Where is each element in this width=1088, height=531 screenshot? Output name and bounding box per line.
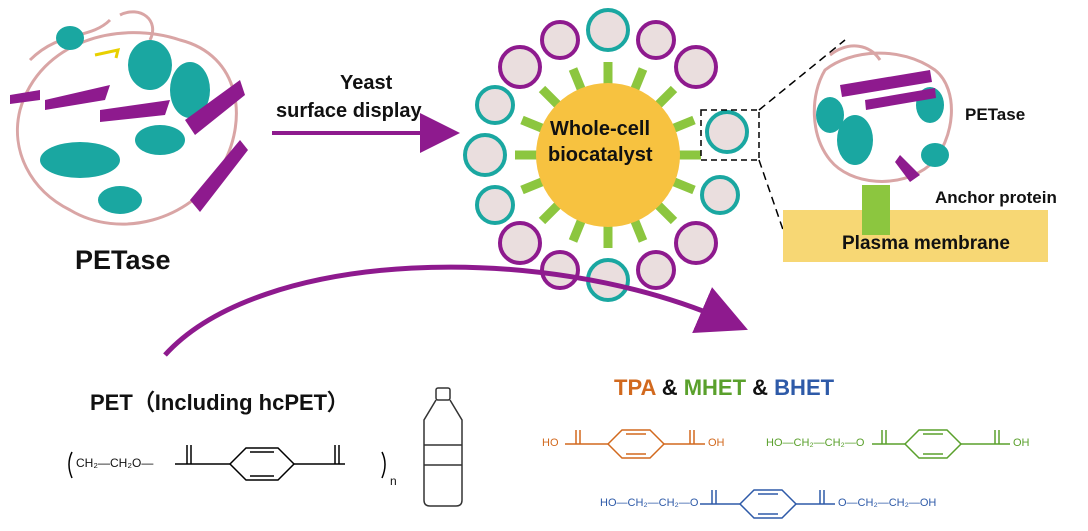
pet-bottle-icon bbox=[423, 387, 463, 507]
zoom-box bbox=[700, 109, 760, 161]
anchor-protein-label: Anchor protein bbox=[935, 188, 1057, 207]
anchor-protein bbox=[862, 185, 890, 235]
surface-display-label: surface display bbox=[276, 100, 422, 122]
bhet-label: BHET bbox=[774, 375, 835, 400]
mhet-left: HO—CH₂—CH₂—O bbox=[766, 437, 865, 449]
petase-main-label: PETase bbox=[75, 245, 171, 275]
bhet-left: HO—CH₂—CH₂—O bbox=[600, 497, 699, 509]
whole-cell-biocatalyst-icon bbox=[463, 8, 749, 302]
mhet-label: MHET bbox=[683, 375, 747, 400]
tpa-oh: OH bbox=[708, 437, 725, 449]
biocatalyst-label: biocatalyst bbox=[548, 144, 653, 166]
plasma-membrane bbox=[783, 210, 1048, 262]
petase-structure-icon bbox=[10, 10, 248, 226]
whole-cell-label: Whole-cell bbox=[550, 118, 651, 140]
pet-title-label: PET（Including hcPET） bbox=[90, 390, 350, 415]
petase-detail-icon bbox=[812, 44, 953, 183]
tpa-ho: HO bbox=[542, 437, 559, 449]
plasma-membrane-label: Plasma membrane bbox=[842, 233, 1010, 254]
petase-detail-label: PETase bbox=[965, 105, 1026, 124]
mhet-oh: OH bbox=[1013, 437, 1030, 449]
tpa-label: TPA bbox=[614, 375, 656, 400]
pet-structure bbox=[68, 445, 386, 481]
bhet-structure bbox=[700, 489, 835, 519]
products-header: TPA & MHET & BHET bbox=[614, 375, 834, 401]
degradation-arrow bbox=[163, 264, 748, 357]
amp-1: & bbox=[661, 375, 678, 400]
tpa-structure bbox=[565, 429, 705, 459]
bhet-right: O—CH₂—CH₂—OH bbox=[838, 497, 937, 509]
amp-2: & bbox=[752, 375, 769, 400]
pet-formula-n: n bbox=[390, 474, 397, 488]
yeast-label: Yeast bbox=[340, 72, 393, 94]
pet-formula-left: CH₂—CH₂O— bbox=[76, 456, 154, 470]
mhet-structure bbox=[872, 429, 1010, 459]
